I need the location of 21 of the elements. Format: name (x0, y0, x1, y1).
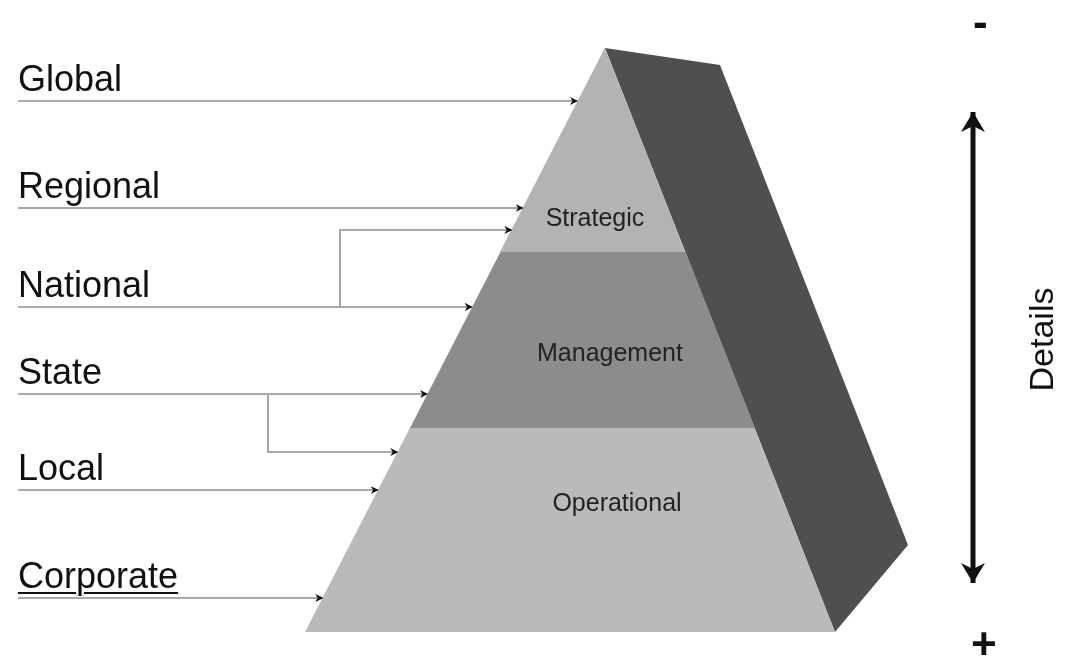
level-label: Local (18, 448, 105, 488)
level-label: National (18, 265, 151, 305)
arrow (17, 303, 473, 311)
arrow (17, 97, 579, 105)
pyramid-band (409, 252, 755, 428)
level-label: Corporate (18, 556, 179, 596)
level-label: State (18, 352, 103, 392)
pyramid-band (500, 48, 686, 252)
band-label: Operational (552, 487, 682, 517)
band-label: Management (537, 337, 683, 367)
minus-sign: - (973, 0, 988, 44)
plus-sign: + (971, 622, 997, 666)
axis-label: Details (1022, 287, 1062, 392)
arrow (17, 594, 324, 602)
level-label: Regional (18, 166, 161, 206)
pyramid-band (305, 428, 835, 632)
arrow (17, 393, 399, 457)
arrow (17, 486, 379, 494)
arrow (17, 204, 524, 212)
band-label: Strategic (545, 202, 645, 232)
level-label: Global (18, 59, 123, 99)
